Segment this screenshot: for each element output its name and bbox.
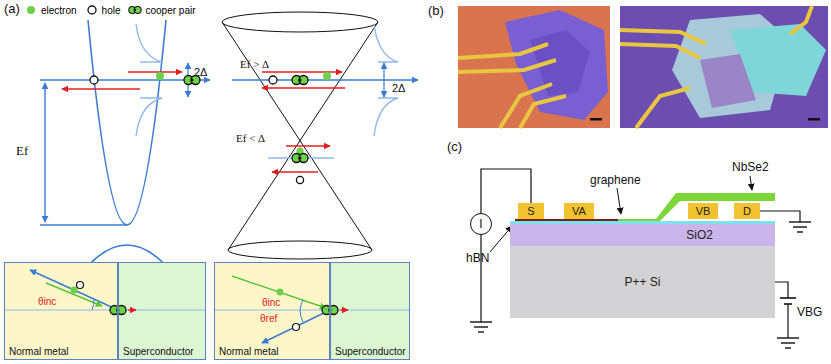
angle-label: θref [260,313,277,325]
legend-item: hole [85,4,121,16]
legend-sample [24,4,38,16]
contact-pad: D [734,203,760,219]
layer-label: hBN [466,252,489,266]
node-label: VA [572,205,586,217]
node-label: D [743,205,751,217]
gap-label: 2Δ [194,66,207,79]
node-label: I [479,217,482,231]
legend-text: electron [41,5,77,16]
material-region: Normal metal [4,262,118,360]
angle-label: θinc [262,297,280,309]
contact-pad: VB [688,203,718,219]
oxide-layer: SiO2 [510,224,775,246]
substrate-layer: P++ Si [510,246,775,318]
device-cross-section [470,176,811,348]
contact-pad: VA [564,203,594,219]
node-label: Normal metal [9,346,68,357]
energy-label: Ef [16,144,28,159]
legend-text: hole [102,5,121,16]
dirac-cone [222,12,418,259]
legend: electron hole cooper pair [24,4,196,16]
node-label: Superconductor [335,346,406,357]
node-label: Superconductor [123,346,194,357]
legend-item: electron [24,4,77,16]
legend-item: cooper pair [128,4,195,16]
legend-text: cooper pair [145,5,195,16]
node-label: P++ Si [624,275,660,289]
material-region: Superconductor [118,262,206,360]
legend-sample [85,4,99,16]
energy-label: Ef > Δ [240,58,269,71]
layer-label: NbSe2 [732,161,769,175]
material-region: Normal metal [214,262,330,360]
andreev-reflection-sketch [4,262,410,360]
node-label: SiO2 [686,228,713,242]
device-photographs [458,6,828,128]
material-region: Superconductor [330,262,410,360]
node-label: VB [696,205,711,217]
panel-letter: (c) [447,140,462,155]
panel-letter: (b) [428,4,444,19]
gap-label: 2Δ [392,82,405,95]
layer-label: graphene [590,174,641,188]
panel-letter: (a) [4,2,20,17]
current-source: I [470,213,492,235]
node-label: Normal metal [219,346,278,357]
node-label: S [527,205,534,217]
legend-sample [128,4,142,16]
parabolic-band [40,20,210,278]
contact-pad: S [518,203,544,219]
angle-label: θinc [38,296,56,308]
voltage-label: VBG [797,306,822,320]
energy-label: Ef < Δ [236,132,265,145]
